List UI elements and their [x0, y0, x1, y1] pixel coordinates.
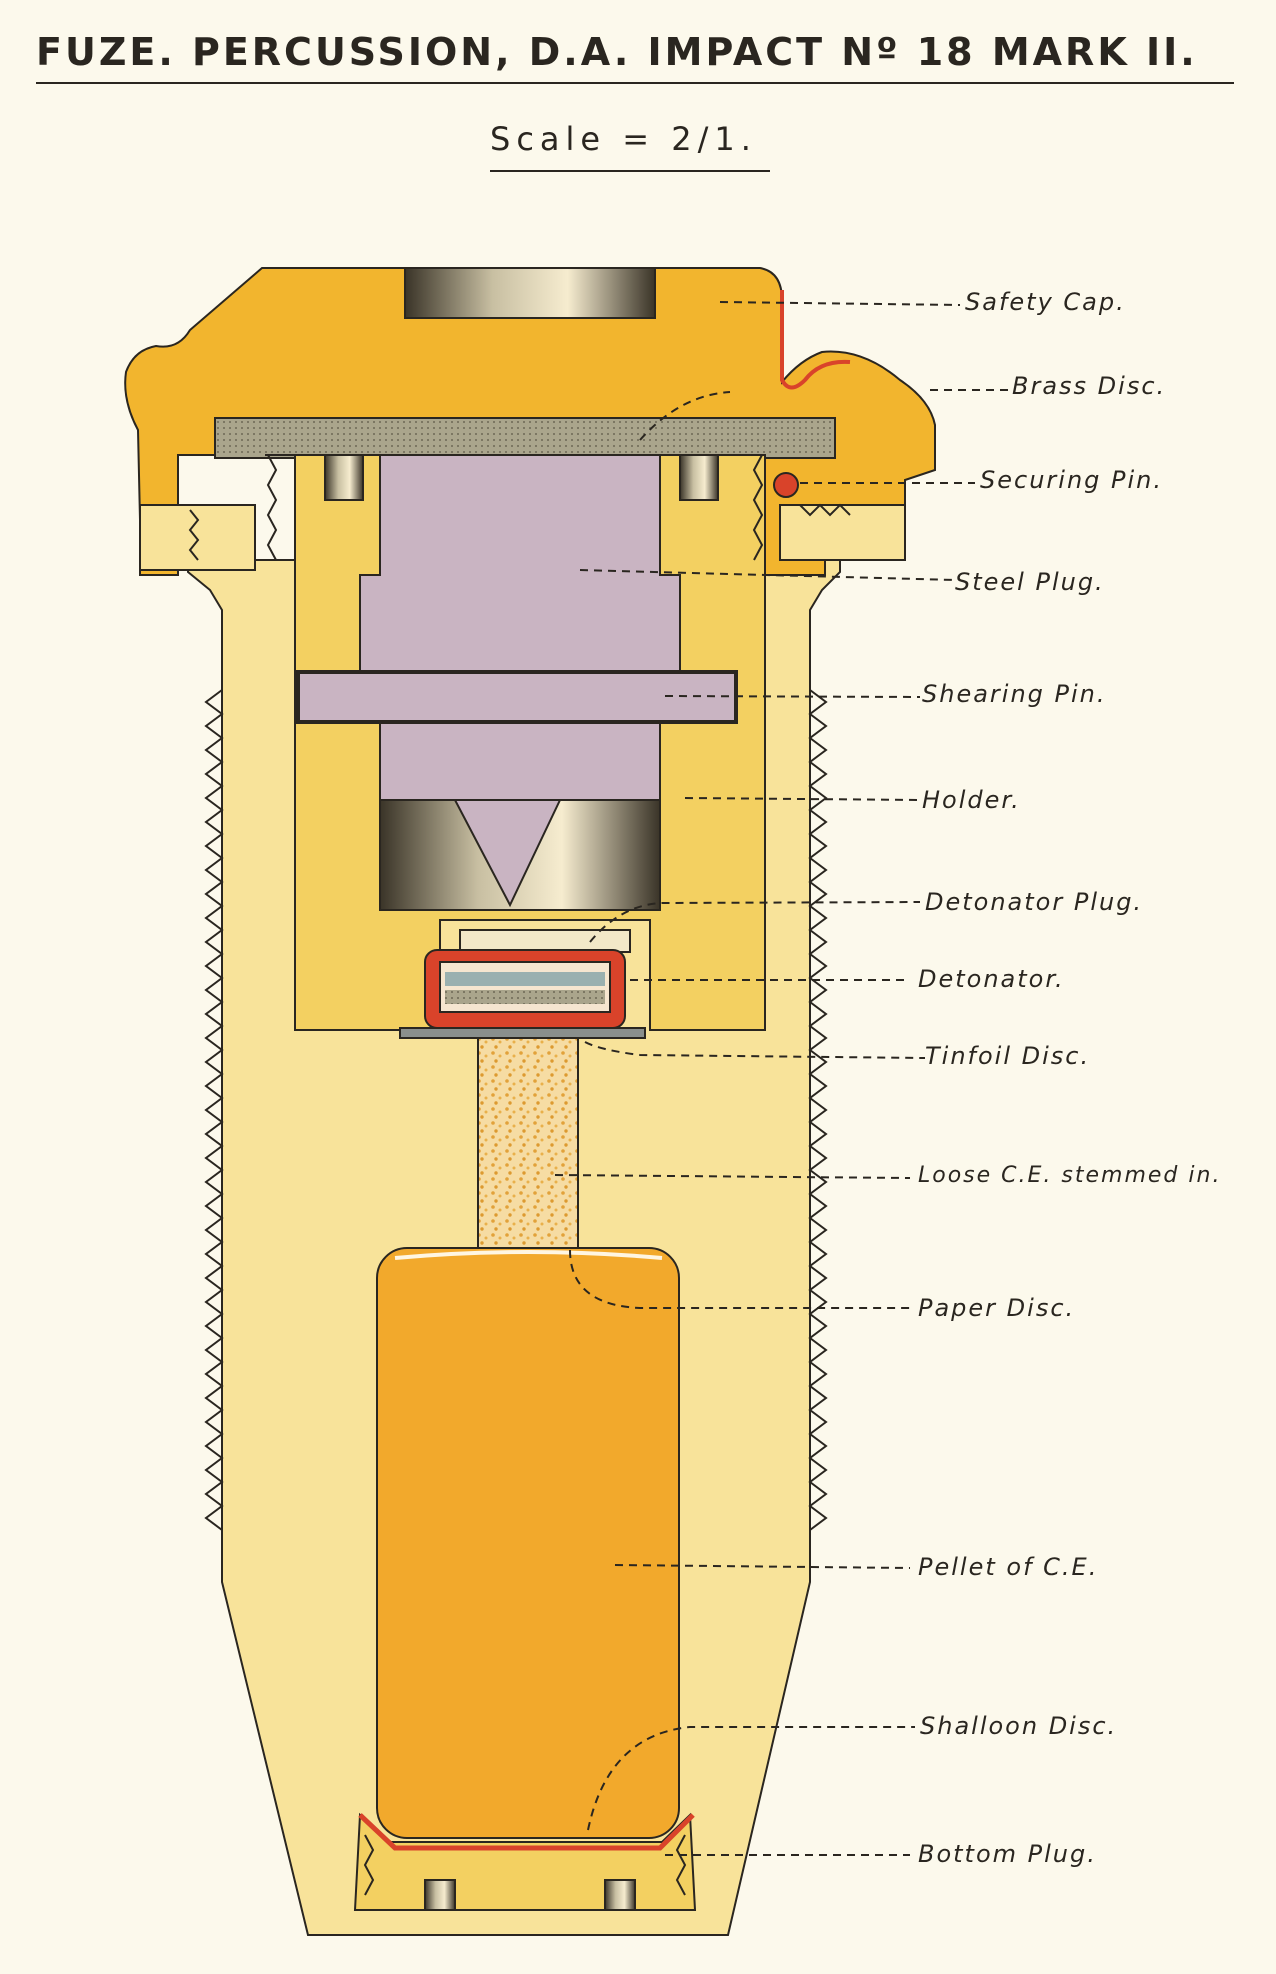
- label-tinfoil-disc: Tinfoil Disc.: [925, 1042, 1091, 1070]
- securing-pin: [773, 472, 799, 498]
- bottom-plug: [353, 1812, 697, 1911]
- label-bottom-plug: Bottom Plug.: [918, 1840, 1097, 1868]
- label-paper-disc: Paper Disc.: [918, 1294, 1076, 1322]
- diagram-title: FUZE. PERCUSSION, D.A. IMPACT Nº 18 MARK…: [36, 30, 1198, 74]
- label-shearing-pin: Shearing Pin.: [922, 680, 1107, 708]
- shearing-pin: [296, 670, 738, 724]
- pellet-of-ce: [376, 1247, 680, 1839]
- label-loose-ce: Loose C.E. stemmed in.: [918, 1163, 1222, 1188]
- label-pellet-of-ce: Pellet of C.E.: [918, 1553, 1099, 1581]
- label-holder: Holder.: [922, 786, 1021, 814]
- label-detonator: Detonator.: [918, 965, 1065, 993]
- label-detonator-plug: Detonator Plug.: [925, 888, 1144, 916]
- left-thread: [204, 689, 224, 1531]
- label-securing-pin: Securing Pin.: [980, 466, 1163, 494]
- scale-label: Scale = 2/1.: [490, 120, 757, 158]
- side-screws: [139, 503, 906, 571]
- brass-disc: [214, 417, 836, 459]
- label-shalloon-disc: Shalloon Disc.: [920, 1712, 1118, 1740]
- tinfoil-disc: [399, 1027, 646, 1039]
- safety-cap-recess: [404, 267, 656, 319]
- leader-lines: [554, 301, 1010, 1856]
- loose-ce-column: [477, 1037, 579, 1249]
- scale-underline: [490, 170, 770, 172]
- label-brass-disc: Brass Disc.: [1012, 372, 1167, 400]
- label-steel-plug: Steel Plug.: [955, 568, 1105, 596]
- label-safety-cap: Safety Cap.: [965, 288, 1126, 316]
- right-thread: [808, 689, 828, 1531]
- shalloon-disc: [358, 1813, 695, 1851]
- title-underline: [36, 82, 1234, 84]
- detonator-assembly: [399, 929, 646, 1039]
